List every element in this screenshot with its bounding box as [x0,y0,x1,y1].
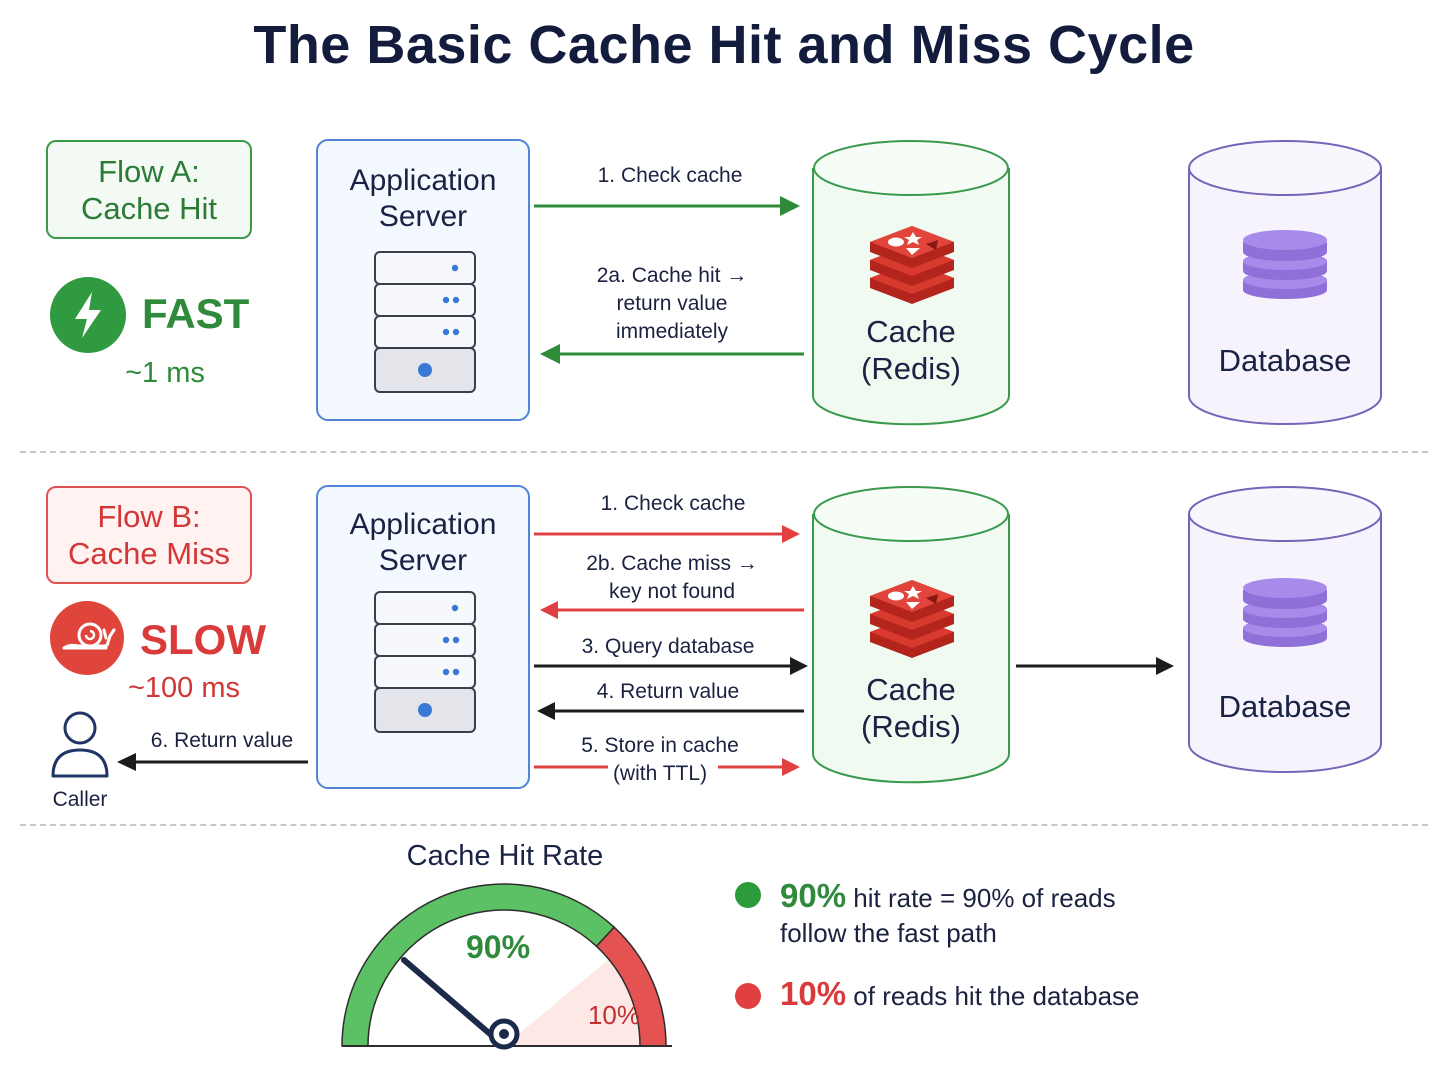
server-rack-icon [374,251,476,393]
cache-a-line2: (Redis) [861,351,961,386]
label-a-step2-line1: 2a. Cache hit → [596,264,748,287]
cache-b-line1: Cache [866,672,956,707]
caller-label: Caller [52,788,108,811]
legend-hit-text-line2: follow the fast path [780,918,997,948]
gauge-hit-label: 90% [466,929,530,965]
arrow-b-cache-to-database [1016,657,1174,675]
gauge-miss-label: 10% [588,1000,640,1030]
database-b-label: Database [1218,689,1352,724]
gauge-title: Cache Hit Rate [406,840,604,872]
flow-a-label-line2: Cache Hit [80,190,218,226]
label-a-step2-line2: return value [616,292,728,315]
cache-b-line2: (Redis) [861,709,961,744]
label-b-step2: 2b. Cache miss → key not found [552,550,792,606]
label-b-step2-line1: 2b. Cache miss → [586,552,758,575]
arrow-b-return-value [537,702,804,720]
slow-latency: ~100 ms [127,672,241,704]
legend-miss: 10% of reads hit the database [780,976,1140,1014]
cache-b-label: Cache (Redis) [812,671,1010,745]
user-icon [51,711,109,778]
database-stack-icon [1243,230,1327,299]
lightning-bolt-icon [50,277,126,353]
gauge-needle-hub-center [499,1029,509,1039]
cache-hit-gauge: 90% 10% [341,883,672,1050]
arrow-a-return [540,344,804,364]
legend-miss-percent: 10% [780,975,847,1012]
database-a-label: Database [1218,343,1352,378]
flow-a-label-line1: Flow A: [98,153,200,189]
redis-logo-icon [870,580,954,658]
server-a-name-line1: Application [349,164,497,197]
redis-logo-icon [870,226,954,304]
section-divider-1 [20,451,1428,453]
flow-b-label: Flow B: Cache Miss [46,486,252,584]
label-a-step2-line3: immediately [615,320,729,343]
section-divider-2 [20,824,1428,826]
label-b-step5-line1: 5. Store in cache [581,734,739,757]
fast-label: FAST [142,290,250,337]
legend-hit-percent: 90% [780,877,847,914]
arrow-b-query-database [534,657,808,675]
arrow-b-cache-miss [540,601,804,619]
cache-a-line1: Cache [866,314,956,349]
legend-hit-dot [735,882,761,908]
cache-a-label: Cache (Redis) [812,313,1010,387]
legend-hit-text-line1: hit rate = 90% of reads [846,883,1116,913]
label-b-step5: 5. Store in cache (with TTL) [560,732,760,788]
label-b-step1: 1. Check cache [600,492,746,515]
slow-label: SLOW [140,616,266,663]
server-b-name-line2: Server [378,544,468,577]
label-a-step2: 2a. Cache hit → return value immediately [552,262,792,346]
label-b-step4: 4. Return value [596,680,740,703]
server-b-name-line1: Application [349,508,497,541]
fast-latency: ~1 ms [125,357,205,389]
gauge-miss-wedge [504,959,640,1046]
arrow-a-check-cache [534,196,800,216]
gauge-needle [401,957,507,1049]
database-stack-icon [1243,578,1327,647]
label-b-step3: 3. Query database [581,635,755,658]
flow-a-label: Flow A: Cache Hit [46,140,252,239]
server-a-name-line2: Server [378,200,468,233]
label-b-step6: 6. Return value [150,729,294,752]
server-rack-icon [374,591,476,733]
label-b-step5-line2: (with TTL) [612,762,708,785]
application-server-b: Application Server [316,485,530,789]
page-title: The Basic Cache Hit and Miss Cycle [253,15,1195,75]
arrow-b-check-cache [534,525,800,543]
snail-icon [50,601,124,675]
label-b-step2-line2: key not found [608,580,736,603]
arrow-b-store-in-cache [534,758,800,776]
application-server-a: Application Server [316,139,530,421]
flow-b-label-line2: Cache Miss [68,536,230,571]
legend-hit: 90% hit rate = 90% of reads follow the f… [780,878,1116,951]
flow-b-label-line1: Flow B: [97,499,201,534]
legend-miss-dot [735,983,761,1009]
legend-miss-text: of reads hit the database [846,981,1140,1011]
label-a-step1: 1. Check cache [597,164,743,187]
arrow-b-return-to-caller [117,753,308,771]
